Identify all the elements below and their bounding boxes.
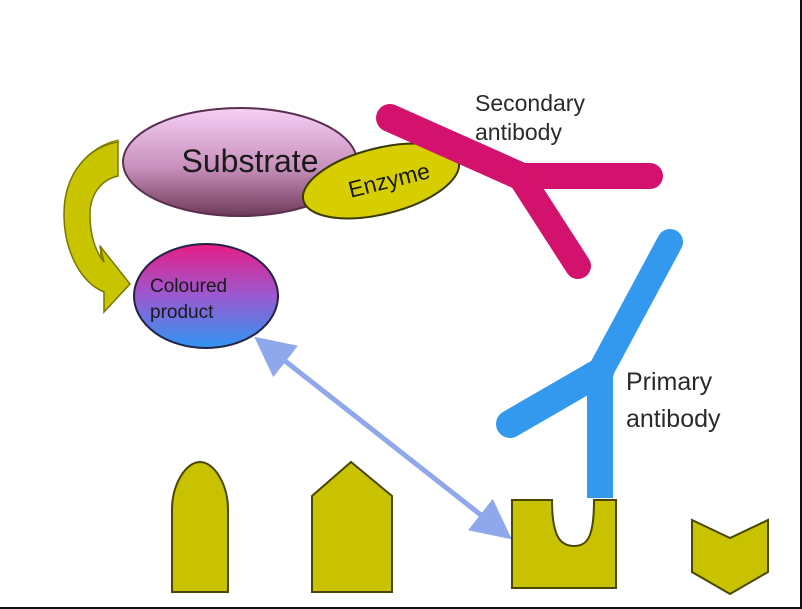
coloured-product-label-line1: Coloured (150, 276, 227, 297)
antigen-pentagon (311, 460, 393, 593)
link-arrow (254, 336, 512, 540)
antigen-cup (511, 499, 617, 589)
secondary-antibody-label-line1: Secondary (475, 90, 585, 116)
antigen-rounded (171, 460, 229, 593)
conversion-arrow (63, 139, 131, 314)
primary-antibody (496, 229, 683, 498)
substrate-label: Substrate (182, 143, 319, 179)
coloured-product-label-line2: product (150, 302, 214, 323)
secondary-antibody (376, 104, 663, 279)
coloured-product-ellipse (133, 243, 279, 349)
antigen-chevron (691, 518, 769, 596)
secondary-antibody-label-line2: antibody (475, 119, 562, 145)
primary-antibody-label-line2: antibody (626, 405, 721, 433)
primary-antibody-label-line1: Primary (626, 368, 713, 396)
